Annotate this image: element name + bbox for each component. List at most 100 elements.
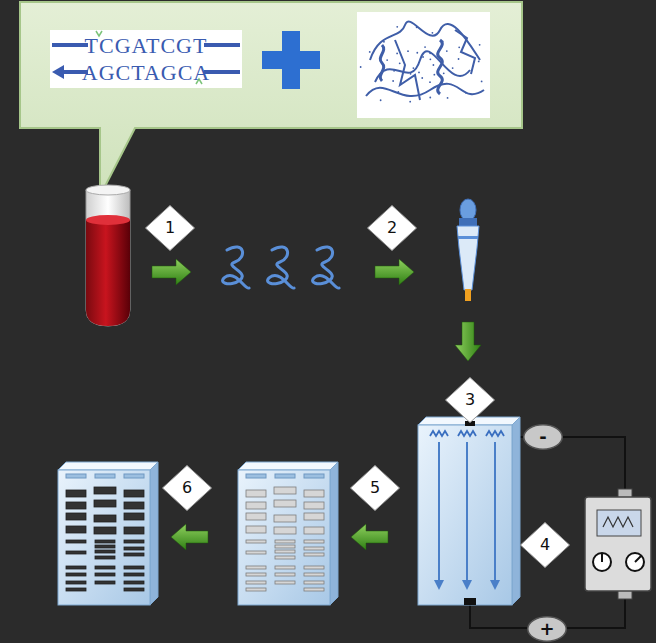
diamond-shape — [521, 522, 570, 567]
stained-gel — [66, 526, 86, 533]
electrophoresis-gel — [430, 431, 448, 436]
stained-gel — [274, 487, 296, 494]
stained-gel — [124, 581, 144, 584]
protein-image — [465, 92, 467, 94]
protein-image — [479, 44, 481, 46]
stained-gel — [58, 462, 158, 470]
electrophoresis-gel — [418, 417, 520, 605]
step-number: 5 — [350, 465, 400, 511]
protein-image — [438, 40, 443, 94]
stained-gel — [124, 566, 144, 569]
blood-test-tube — [86, 215, 130, 225]
stained-gel — [66, 474, 144, 591]
step-arrow — [171, 524, 208, 550]
positive-terminal: + — [527, 616, 567, 642]
protein-image — [357, 12, 490, 118]
stained-gel — [66, 502, 86, 509]
stained-gel — [246, 513, 266, 520]
stained-gel — [58, 470, 150, 605]
stained-gel — [94, 515, 116, 522]
power-supply — [593, 553, 611, 571]
stained-gel — [238, 462, 338, 605]
protein-image — [429, 81, 431, 83]
step-arrow — [455, 322, 481, 361]
protein-image — [375, 51, 470, 82]
step-arrow — [351, 524, 388, 550]
protein-image — [396, 26, 398, 28]
stained-gel — [124, 527, 144, 534]
protein-image — [395, 40, 420, 100]
protein-image — [458, 46, 460, 48]
protein-image — [369, 51, 371, 53]
plus-symbol — [262, 31, 320, 89]
power-supply — [597, 510, 641, 536]
stained-gel — [304, 513, 324, 520]
stained-gel — [246, 502, 266, 509]
pipette — [457, 199, 479, 301]
protein-image — [412, 67, 414, 69]
step-arrow — [152, 259, 191, 285]
electrophoresis-gel — [486, 431, 504, 436]
electrophoresis-gel — [464, 598, 476, 605]
dna-sequence-image — [50, 30, 242, 88]
power-supply — [601, 554, 603, 562]
diamond-shape — [368, 205, 417, 250]
step-number: 4 — [520, 522, 570, 568]
protein-image — [409, 101, 411, 103]
electrophoresis-gel — [466, 442, 468, 582]
protein-image — [422, 56, 424, 58]
stained-gel — [94, 487, 116, 494]
blood-test-tube — [86, 185, 130, 326]
stained-gel — [275, 573, 295, 576]
negative-terminal: - — [523, 424, 563, 450]
protein-image — [407, 50, 409, 52]
stained-gel — [246, 490, 266, 497]
stained-gel — [124, 474, 144, 478]
terminal-circle — [524, 425, 562, 449]
callout-number: 6 — [182, 478, 192, 498]
dna-sequence-image — [52, 65, 64, 79]
electrophoresis-gel — [434, 580, 444, 590]
stained-gel — [304, 547, 324, 550]
power-supply — [603, 517, 633, 527]
stained-gel — [95, 545, 115, 548]
diamond-shape — [146, 205, 195, 250]
stained-gel — [238, 462, 338, 470]
protein-image — [424, 46, 426, 48]
step-number: 1 — [145, 205, 195, 251]
callout-number: 4 — [540, 535, 550, 555]
dna-sequence-image — [50, 30, 242, 88]
pipette — [458, 236, 478, 239]
stained-gel — [95, 540, 115, 543]
stained-gel — [66, 588, 86, 591]
stained-gel — [124, 573, 144, 576]
dna-sequence-image — [204, 43, 240, 47]
dna-fragment — [313, 247, 339, 288]
protein-image — [433, 64, 435, 66]
electrophoresis-gel — [434, 442, 500, 590]
stained-gel — [95, 573, 115, 576]
sequence-text: AGCTAGCA — [82, 59, 210, 86]
step-number: 2 — [367, 205, 417, 251]
stained-gel — [150, 462, 158, 605]
protein-image — [386, 59, 388, 61]
dna-fragment — [268, 247, 294, 288]
protein-image — [399, 62, 401, 64]
stained-gel — [246, 588, 266, 591]
electrophoresis-gel — [430, 431, 504, 436]
blood-test-tube — [86, 220, 130, 326]
electrophoresis-gel — [418, 425, 512, 605]
stained-gel — [304, 588, 324, 591]
stained-gel — [58, 462, 158, 605]
power-supply — [585, 489, 651, 599]
step-number: 6 — [162, 465, 212, 511]
stained-gel — [304, 502, 324, 509]
stained-gel — [95, 581, 115, 584]
stained-gel — [275, 566, 295, 569]
stained-gel — [304, 581, 324, 584]
callout-number: 1 — [165, 218, 175, 238]
protein-image — [418, 71, 420, 73]
protein-image — [442, 41, 444, 43]
stained-gel — [66, 551, 86, 554]
